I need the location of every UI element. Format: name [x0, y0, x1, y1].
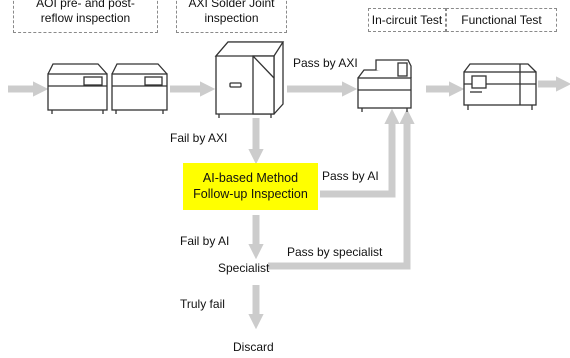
- pass-ai-label: Pass by AI: [322, 169, 379, 183]
- axi-stage-label-line2: inspection: [204, 11, 259, 25]
- aoi-stage-label-line1: AOI pre- and post-: [36, 0, 135, 10]
- specialist-label: Specialist: [218, 261, 270, 275]
- axi-stage-box: AXI Solder Joint inspection: [176, 0, 287, 33]
- ict-stage-box: In-circuit Test: [368, 8, 446, 32]
- fail-axi-label: Fail by AXI: [170, 131, 228, 145]
- fail-ai-label: Fail by AI: [180, 234, 230, 248]
- ai-method-box: AI-based Method Follow-up Inspection: [183, 163, 318, 210]
- aoi-stage-box: AOI pre- and post- reflow inspection: [13, 0, 158, 33]
- arrow-pass-specialist: [268, 108, 415, 270]
- functional-stage-label: Functional Test: [461, 13, 542, 27]
- ai-method-highlight: [183, 163, 318, 210]
- aoi-stage-label-line2: reflow inspection: [40, 11, 131, 25]
- pass-axi-label: Pass by AXI: [293, 56, 358, 70]
- ai-method-label-line1: AI-based Method: [202, 171, 299, 185]
- truly-fail-label: Truly fail: [180, 297, 225, 311]
- functional-stage-box: Functional Test: [446, 8, 557, 32]
- ai-method-label-line2: Follow-up Inspection: [193, 187, 308, 201]
- discard-label: Discard: [233, 340, 274, 354]
- ict-machine-icon: [357, 59, 412, 112]
- arrow-pass-ai: [320, 108, 400, 198]
- functional-test-machine-icon: [463, 63, 537, 110]
- pass-specialist-label: Pass by specialist: [287, 245, 383, 259]
- axi-machine-icon: [214, 41, 285, 118]
- axi-stage-label-line1: AXI Solder Joint: [188, 0, 275, 10]
- ict-stage-label: In-circuit Test: [371, 13, 443, 27]
- aoi-machine-icon: [47, 63, 168, 114]
